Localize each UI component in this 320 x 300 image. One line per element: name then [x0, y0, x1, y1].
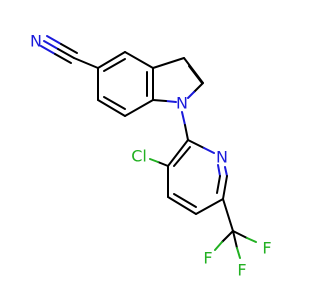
cf3-bond — [222, 198, 234, 232]
fluorine-label-3: F — [203, 249, 212, 268]
benzene-ring — [97, 51, 154, 117]
pyridine-double-3 — [173, 146, 191, 167]
nitrile-triple-bond-1 — [43, 40, 59, 50]
fluorine-label-2: F — [237, 261, 246, 280]
pyridine-double-2 — [173, 193, 197, 208]
benzene-bond-1 — [97, 51, 126, 69]
cf-bond-1b — [246, 237, 257, 243]
benzene-bond-4 — [124, 99, 154, 117]
benzene-bond-5 — [97, 99, 126, 117]
pyridine-bond-2b — [222, 175, 228, 200]
cf-bond-3b — [214, 241, 223, 251]
chloro-substituent — [149, 158, 169, 167]
link-bond-b — [184, 124, 189, 141]
pyridine-bond-4 — [167, 196, 197, 215]
indole-n-label: N — [176, 94, 188, 113]
pyrrole-bond-3b — [187, 91, 195, 99]
pyridine-n-label: N — [216, 148, 228, 167]
pyrrole-double — [188, 65, 203, 84]
pyridine-bond-1b — [203, 147, 215, 154]
nitrile-triple-bond-2 — [40, 45, 56, 55]
nitrile-triple-bond-3 — [46, 35, 62, 45]
molecule-diagram: N N N Cl F F F — [30, 32, 272, 280]
pyridine-ring — [167, 139, 228, 215]
cf-bond-1a — [232, 230, 248, 239]
pyrrole-bond-1 — [152, 57, 185, 69]
pyrrole-bond-4b — [152, 99, 167, 102]
nitrile-group — [40, 35, 99, 69]
link-bond-a — [181, 111, 186, 126]
nitrile-c-bond — [73, 57, 99, 69]
pyrrole-bond-3a — [193, 82, 204, 93]
cl-bond-b — [149, 158, 159, 163]
n-aryl-link — [181, 111, 189, 141]
pyridine-bond-1a — [187, 139, 205, 149]
trifluoromethyl-group — [214, 198, 257, 259]
nitrile-triple-bond-1b — [57, 48, 75, 59]
pyridine-bond-6 — [167, 139, 189, 167]
nitrile-triple-bond-2b — [54, 53, 72, 64]
pyridine-bond-2a — [224, 166, 228, 177]
benzene-double-3 — [103, 96, 126, 110]
nitrile-n-label: N — [30, 32, 42, 51]
pyrrole-bond-4a — [165, 100, 177, 103]
benzene-double-1 — [103, 58, 126, 72]
benzene-bond-2 — [124, 51, 154, 69]
pyridine-bond-3 — [195, 198, 224, 215]
structure-svg: N N N Cl F F F — [30, 32, 272, 280]
nitrile-triple-bond-3b — [60, 43, 78, 54]
cf-bond-2b — [236, 247, 241, 259]
fluorine-label-1: F — [262, 239, 271, 258]
cf-bond-3a — [221, 230, 234, 243]
pyridine-double-1a — [217, 164, 221, 177]
pyridine-double-1b — [216, 175, 221, 194]
pyrrole-ring — [152, 57, 204, 103]
cl-bond-a — [157, 161, 169, 167]
chlorine-label: Cl — [131, 147, 147, 166]
cf-bond-2a — [232, 230, 238, 249]
